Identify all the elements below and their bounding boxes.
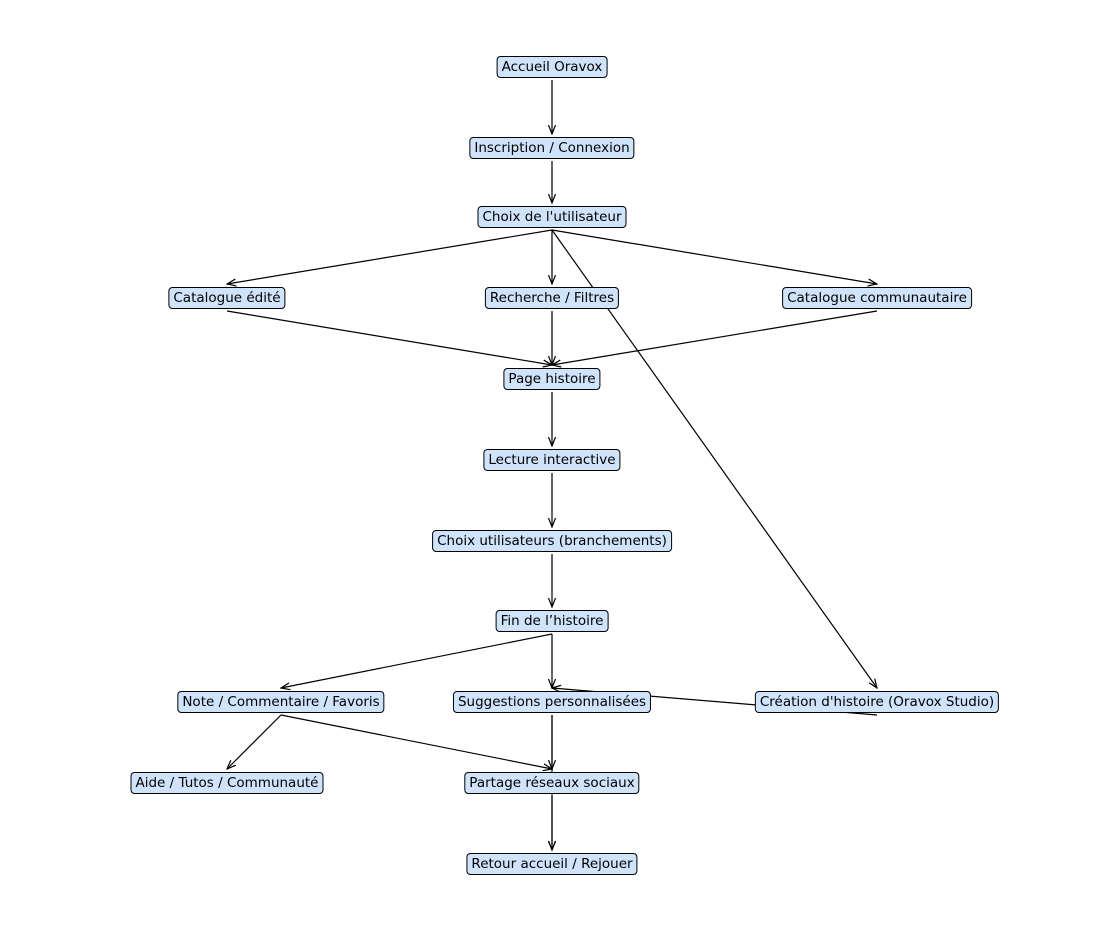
edge-fin-to-note — [281, 633, 553, 688]
edge-note-to-aide — [227, 714, 282, 769]
node-choix-user: Choix de l'utilisateur — [477, 206, 627, 228]
node-retour: Retour accueil / Rejouer — [466, 853, 638, 875]
node-aide: Aide / Tutos / Communauté — [130, 772, 324, 794]
node-lecture: Lecture interactive — [483, 449, 621, 471]
edge-catalogue-comm-to-page-histoire — [552, 310, 878, 365]
node-note: Note / Commentaire / Favoris — [177, 691, 385, 713]
edge-choix-user-to-catalogue-edite — [227, 229, 553, 284]
node-fin: Fin de l’histoire — [495, 610, 609, 632]
node-catalogue-edite: Catalogue édité — [168, 287, 286, 309]
edge-choix-user-to-catalogue-comm — [551, 229, 877, 284]
node-accueil: Accueil Oravox — [496, 56, 608, 78]
node-catalogue-comm: Catalogue communautaire — [782, 287, 972, 309]
node-page-histoire: Page histoire — [503, 368, 601, 390]
node-creation: Création d'histoire (Oravox Studio) — [754, 691, 1000, 713]
edge-catalogue-edite-to-page-histoire — [226, 310, 552, 365]
node-choix-branch: Choix utilisateurs (branchements) — [432, 530, 672, 552]
node-inscription: Inscription / Connexion — [469, 137, 635, 159]
node-partage: Partage réseaux sociaux — [464, 772, 640, 794]
node-suggestions: Suggestions personnalisées — [452, 691, 652, 713]
edge-note-to-partage — [280, 714, 552, 769]
node-recherche: Recherche / Filtres — [484, 287, 620, 309]
